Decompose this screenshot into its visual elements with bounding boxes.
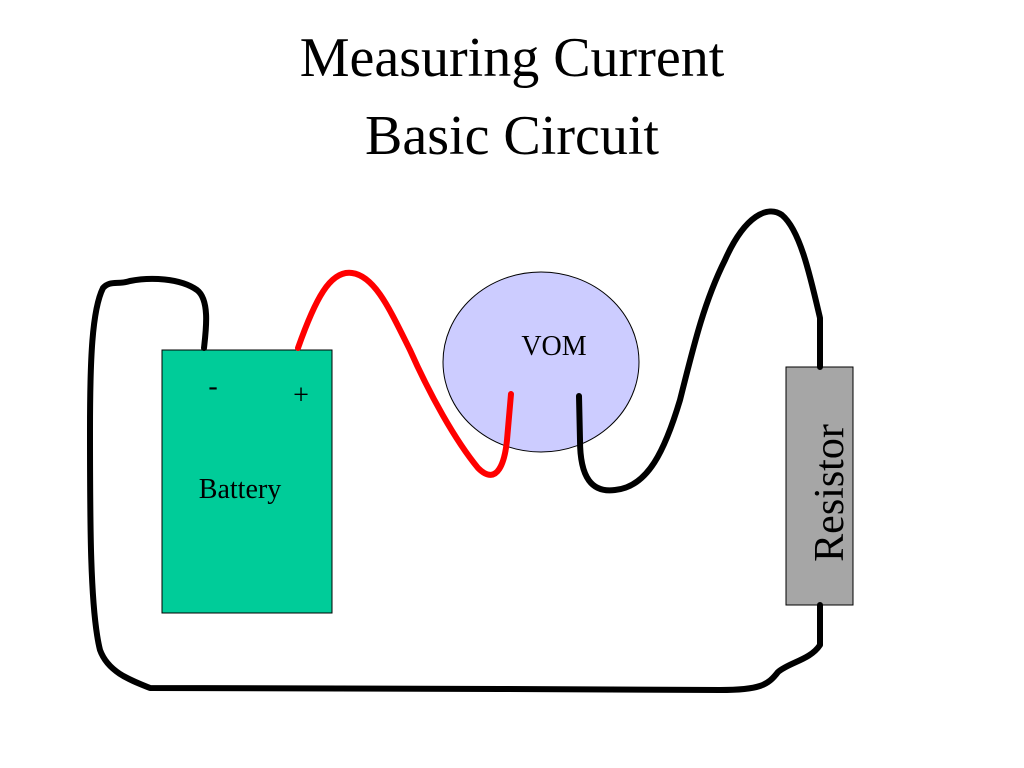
red-test-lead — [295, 269, 514, 478]
vom-meter — [442, 271, 640, 453]
vom-label: VOM — [521, 331, 586, 362]
page-subtitle: Basic Circuit — [365, 105, 659, 167]
positive-terminal-label: + — [293, 380, 309, 411]
resistor-label: Resistor — [807, 424, 853, 562]
battery-label: Battery — [199, 474, 281, 505]
black-test-lead — [576, 208, 823, 494]
resistor — [785, 366, 854, 606]
negative-terminal-label: - — [208, 371, 217, 402]
page-title: Measuring Current — [299, 27, 725, 89]
battery — [161, 349, 333, 614]
return-wire — [87, 275, 823, 693]
